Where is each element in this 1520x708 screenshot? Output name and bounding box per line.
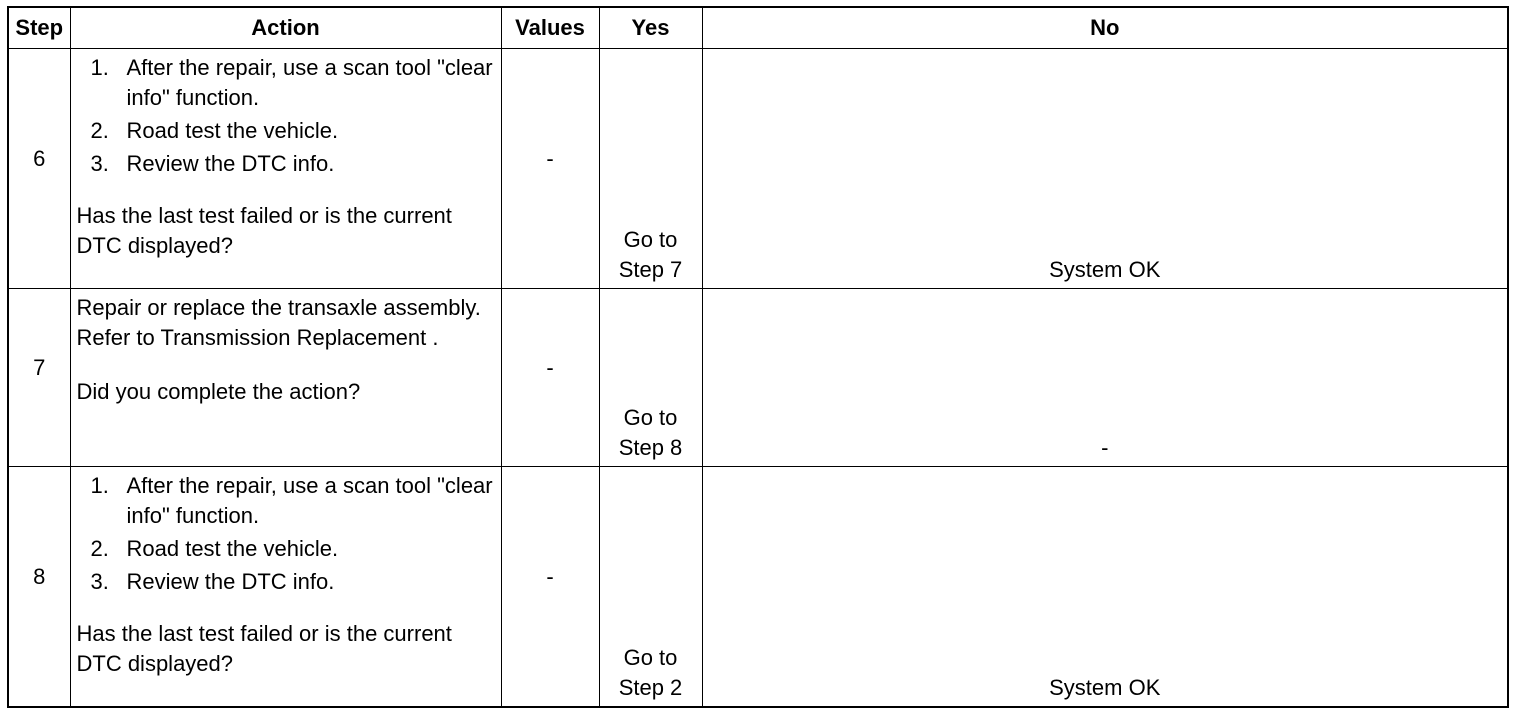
values-cell: -: [500, 48, 600, 289]
action-cell: Repair or replace the transaxle assembly…: [69, 288, 502, 467]
values-cell: -: [500, 288, 600, 467]
step-number: 6: [7, 48, 71, 289]
list-item: 1.After the repair, use a scan tool "cle…: [90, 473, 493, 528]
yes-link: Go to Step 7: [598, 48, 703, 289]
table-row: 6 1.After the repair, use a scan tool "c…: [7, 48, 1509, 289]
action-text: Repair or replace the transaxle assembly…: [76, 295, 481, 350]
no-cell: System OK: [701, 48, 1509, 289]
step-number: 7: [7, 288, 71, 467]
header-action: Action: [69, 6, 502, 49]
step-number: 8: [7, 466, 71, 708]
no-cell: -: [701, 288, 1509, 467]
table-row: 7 Repair or replace the transaxle assemb…: [7, 288, 1509, 467]
values-cell: -: [500, 466, 600, 708]
diagnostic-table: Step Action Values Yes No 6 1.After the …: [7, 6, 1509, 708]
header-yes: Yes: [598, 6, 703, 49]
action-list: 1.After the repair, use a scan tool "cle…: [77, 53, 495, 179]
list-item: 2.Road test the vehicle.: [90, 536, 339, 561]
action-list: 1.After the repair, use a scan tool "cle…: [77, 471, 495, 597]
action-cell: 1.After the repair, use a scan tool "cle…: [69, 48, 502, 289]
list-item: 1.After the repair, use a scan tool "cle…: [90, 55, 493, 110]
header-no: No: [701, 6, 1509, 49]
action-question: Has the last test failed or is the curre…: [76, 621, 452, 676]
action-cell: 1.After the repair, use a scan tool "cle…: [69, 466, 502, 708]
yes-link: Go to Step 8: [598, 288, 703, 467]
list-item: 2.Road test the vehicle.: [90, 118, 339, 143]
header-step: Step: [7, 6, 71, 49]
list-item: 3.Review the DTC info.: [90, 151, 335, 176]
header-row: Step Action Values Yes No: [7, 6, 1509, 49]
action-question: Did you complete the action?: [76, 379, 361, 404]
list-item: 3.Review the DTC info.: [90, 569, 335, 594]
table-row: 8 1.After the repair, use a scan tool "c…: [7, 466, 1509, 708]
header-values: Values: [500, 6, 600, 49]
action-question: Has the last test failed or is the curre…: [76, 203, 452, 258]
yes-link: Go to Step 2: [598, 466, 703, 708]
no-cell: System OK: [701, 466, 1509, 708]
